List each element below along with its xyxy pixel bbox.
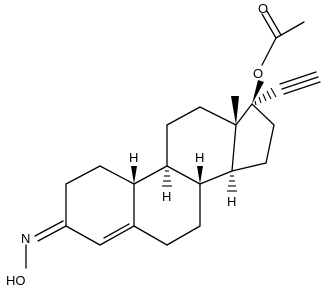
oxime-group: N HO (6, 220, 67, 288)
ethynyl-hash-5 (270, 87, 277, 98)
c13-c12-bond (199, 106, 237, 126)
c9-c10-bond (133, 165, 168, 185)
c12-c11-bond (166, 106, 201, 126)
ring-d (231, 103, 275, 172)
h10-label: H (129, 150, 138, 165)
c3-n-double-bond-a (37, 225, 67, 242)
c5-c6-bond (133, 225, 168, 246)
c4-c5-double-bond (103, 223, 130, 239)
ethynyl-hash-4 (266, 90, 272, 100)
carbonyl-oxygen-label: O (258, 1, 268, 16)
ring-b (133, 165, 201, 246)
c9-c8-bond (166, 165, 201, 185)
ester-oxygen-label: O (253, 66, 263, 81)
c1-c2-bond (65, 165, 101, 185)
triple-bond-a (281, 76, 319, 90)
c8-c14-bond (199, 170, 233, 185)
c18-methyl-wedge (231, 96, 239, 125)
carbonyl-double-bond-b (266, 10, 282, 36)
c4-c5-bond (99, 225, 135, 246)
stereo-hydrogens: H H H H (129, 150, 237, 209)
c3-c4-bond (65, 225, 101, 246)
c13-c17-bond (235, 103, 253, 126)
c16-c15-bond (265, 124, 275, 164)
oxime-nitrogen-label: N (21, 231, 30, 246)
h10-wedge (131, 166, 137, 184)
c17-oxygen-wedge (252, 80, 264, 104)
ring-a (65, 165, 135, 246)
triple-bond-c (283, 81, 321, 95)
carbonyl-double-bond-a (261, 13, 277, 39)
acetate-group: O O (253, 1, 305, 81)
acyl-ester-bond (261, 37, 277, 66)
hydroxyl-label: HO (6, 273, 26, 288)
c6-c7-bond (166, 225, 201, 246)
triple-bond-b (279, 71, 317, 85)
h8-label: H (195, 150, 204, 165)
h14-label: H (227, 194, 236, 209)
c10-c1-bond (99, 165, 135, 185)
h9-label: H (162, 189, 171, 204)
ethynyl-hash-1 (254, 100, 257, 106)
h8-wedge (197, 166, 203, 184)
c15-c14-bond (231, 162, 267, 172)
ethynyl-group (254, 71, 321, 106)
acetyl-methyl-bond (275, 21, 305, 39)
c3-n-double-bond-b (34, 220, 64, 237)
c17-c16-bond (251, 103, 275, 126)
ring-c (166, 106, 237, 185)
ethynyl-hash-2 (258, 96, 262, 104)
c14-c13-bond (231, 124, 237, 172)
ethynyl-hash-3 (262, 93, 267, 102)
